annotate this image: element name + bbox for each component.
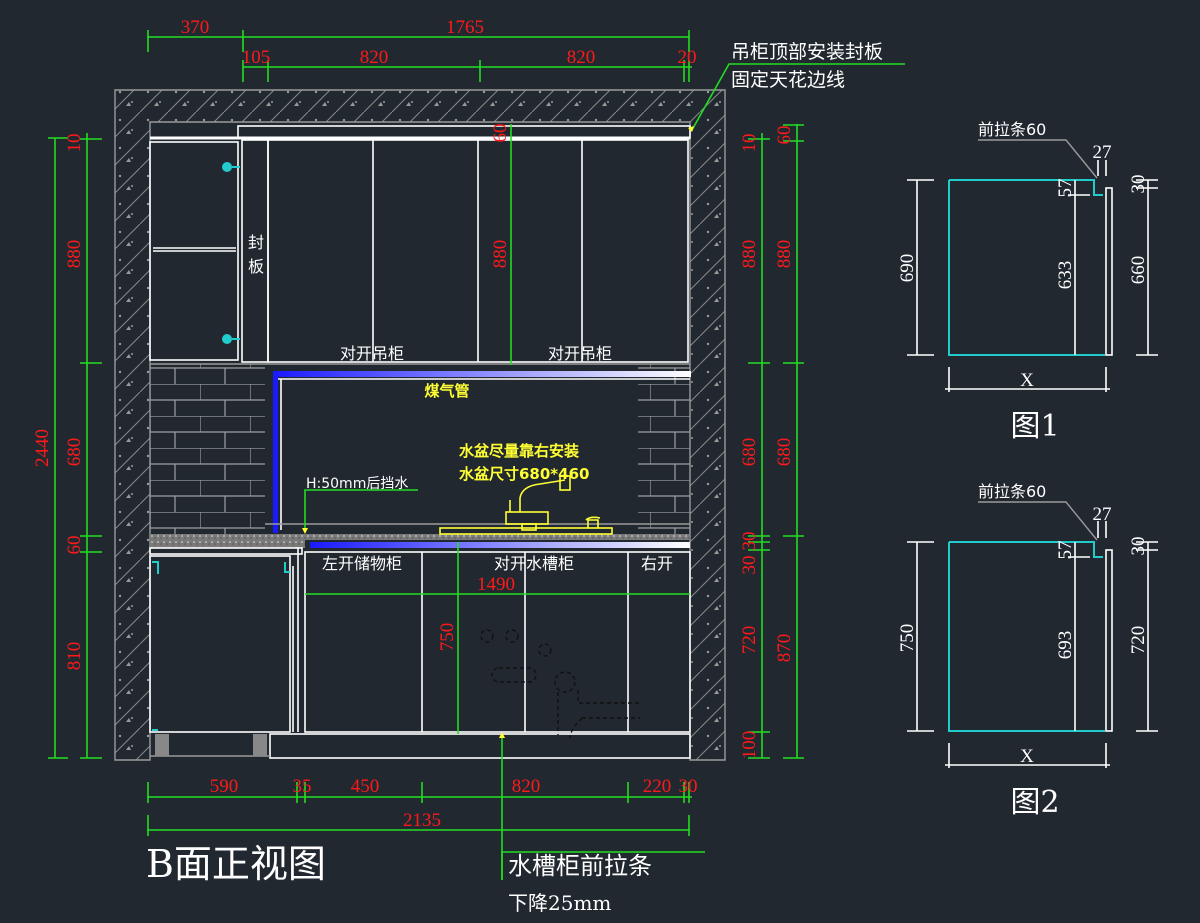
drain-pipe-icon <box>480 629 640 739</box>
cabinet-labels: 封 板 对开吊柜 对开吊柜 煤气管 水盆尽量靠右安装 水盆尺寸680*460 H… <box>248 233 673 573</box>
drawing-title: B面正视图 <box>146 842 326 886</box>
leader-arrow-icons <box>302 126 694 738</box>
dim-35: 35 <box>293 776 312 797</box>
dim-20: 20 <box>678 47 697 68</box>
dim-left-880: 880 <box>64 240 85 269</box>
fig2-leader-label: 前拉条60 <box>978 482 1046 501</box>
fig1-dim-57: 57 <box>1055 179 1076 198</box>
label-left-storage: 左开储物柜 <box>322 554 402 573</box>
dim-820-b: 820 <box>567 47 596 68</box>
dimension-lines <box>48 30 905 880</box>
fig2-dim-57: 57 <box>1055 541 1076 560</box>
dim-750: 750 <box>437 623 458 652</box>
label-sink-note-2: 水盆尺寸680*460 <box>459 465 589 483</box>
label-wall-cabinet-right: 对开吊柜 <box>548 344 612 363</box>
label-right-open: 右开 <box>641 554 673 573</box>
dim-450: 450 <box>351 776 380 797</box>
dim-left-810: 810 <box>64 642 85 671</box>
countertop <box>149 523 690 555</box>
fig2-dim-750: 750 <box>897 624 918 653</box>
callout-top-line1: 吊柜顶部安装封板 <box>731 41 883 63</box>
dim-outer-870: 870 <box>774 634 795 663</box>
fig2-dim-30: 30 <box>1128 537 1149 556</box>
label-seal-board-1: 封 <box>248 233 264 252</box>
callout-bottom-line2: 下降25mm <box>508 891 611 915</box>
label-sink-cabinet: 对开水槽柜 <box>494 554 574 573</box>
hinge-base-icons <box>152 561 290 731</box>
fig2-dim-27: 27 <box>1093 504 1112 525</box>
top-dimensions: 370 1765 105 820 820 20 <box>181 17 697 68</box>
dim-right-10: 10 <box>739 134 760 153</box>
dim-30-bottom: 30 <box>679 776 698 797</box>
fig2-dim-720: 720 <box>1128 626 1149 655</box>
bottom-dimensions: 590 35 450 820 220 30 2135 <box>210 776 698 831</box>
dim-820-a: 820 <box>360 47 389 68</box>
base-cabinets <box>149 548 691 759</box>
wall-cabinets <box>149 125 691 365</box>
dim-right-720: 720 <box>739 626 760 655</box>
callout-bottom-line1: 水槽柜前拉条 <box>508 852 652 880</box>
label-sink-note-1: 水盆尽量靠右安装 <box>459 442 580 460</box>
fig1-dim-x: X <box>1020 370 1034 391</box>
dim-right-880: 880 <box>739 240 760 269</box>
dim-left-60: 60 <box>64 536 85 555</box>
figure-1: 前拉条60 27 690 57 633 30 660 X 图1 <box>897 120 1158 444</box>
fig1-dim-30: 30 <box>1128 175 1149 194</box>
faucet-icon <box>439 475 613 535</box>
dim-1765: 1765 <box>446 17 484 38</box>
dim-wallcab-880: 880 <box>490 240 511 269</box>
fig1-dim-633: 633 <box>1055 261 1076 290</box>
dim-outer-880: 880 <box>774 240 795 269</box>
hinge-icons <box>222 162 240 344</box>
label-seal-board-2: 板 <box>248 257 264 276</box>
figure-2: 前拉条60 27 750 57 693 30 720 X 图2 <box>897 482 1158 820</box>
inner-dimensions: 60 880 1490 750 <box>437 124 515 652</box>
dim-2135: 2135 <box>403 810 441 831</box>
dim-590: 590 <box>210 776 239 797</box>
left-dimensions: 2440 10 880 680 60 810 <box>32 134 85 671</box>
label-gas-pipe: 煤气管 <box>424 382 469 400</box>
cabinet-leg-icons <box>155 734 267 756</box>
gas-pipe <box>273 371 691 533</box>
callout-top-line2: 固定天花边线 <box>731 69 845 91</box>
right-dimensions: 10 880 680 30 30 720 100 60 880 680 870 <box>739 126 795 760</box>
dim-outer-60: 60 <box>774 126 795 145</box>
dim-outer-680: 680 <box>774 438 795 467</box>
wall-hatch <box>114 89 726 761</box>
dim-left-10: 10 <box>64 134 85 153</box>
fig1-dim-27: 27 <box>1093 142 1112 163</box>
dim-wallcab-60: 60 <box>490 124 511 143</box>
dim-right-30a: 30 <box>739 532 760 551</box>
dim-1490: 1490 <box>477 574 515 595</box>
fig1-caption: 图1 <box>1010 409 1059 444</box>
dim-right-680: 680 <box>739 438 760 467</box>
dim-370: 370 <box>181 17 210 38</box>
dim-2440: 2440 <box>32 429 53 467</box>
dim-820-bottom: 820 <box>512 776 541 797</box>
fig1-leader-label: 前拉条60 <box>978 120 1046 139</box>
label-wall-cabinet-left: 对开吊柜 <box>340 344 404 363</box>
dim-left-680: 680 <box>64 438 85 467</box>
fig2-dim-x: X <box>1020 746 1034 767</box>
label-backsplash: H:50mm后挡水 <box>306 476 408 492</box>
fig2-dim-693: 693 <box>1055 631 1076 660</box>
fig1-dim-690: 690 <box>897 254 918 283</box>
dim-right-30b: 30 <box>739 556 760 575</box>
fig2-caption: 图2 <box>1010 785 1059 820</box>
dim-right-100: 100 <box>739 731 760 760</box>
brick-wall <box>150 364 690 534</box>
dim-105: 105 <box>242 47 271 68</box>
dim-220: 220 <box>643 776 672 797</box>
callouts: 吊柜顶部安装封板 固定天花边线 水槽柜前拉条 下降25mm <box>508 41 883 915</box>
fig1-dim-660: 660 <box>1128 256 1149 285</box>
